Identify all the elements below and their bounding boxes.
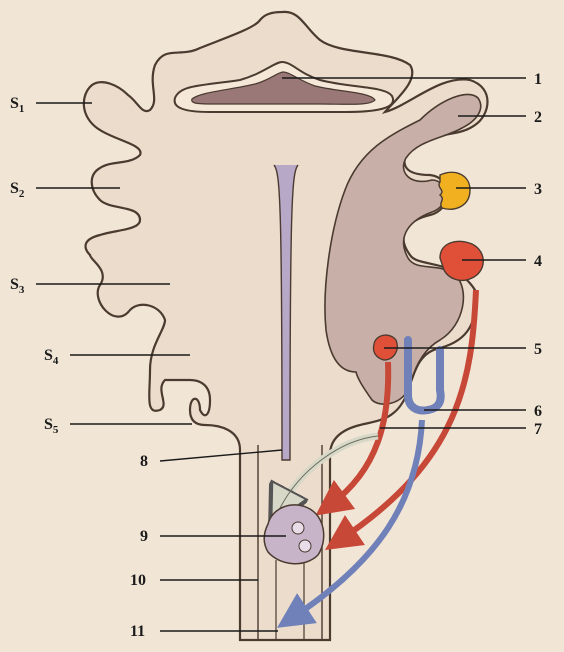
label-2: 2 (534, 109, 542, 126)
label-9: 9 (140, 528, 148, 545)
label-s4: S4 (44, 347, 59, 367)
nucleus-9-cell-a (292, 522, 304, 534)
label-s3: S3 (10, 276, 25, 296)
label-11: 11 (130, 623, 145, 640)
label-6: 6 (534, 403, 542, 420)
label-4: 4 (534, 253, 542, 270)
label-s2: S2 (10, 180, 25, 200)
label-s5: S5 (44, 416, 59, 436)
label-3: 3 (534, 181, 542, 198)
label-10: 10 (130, 572, 146, 589)
label-8: 8 (140, 453, 148, 470)
nucleus-4 (440, 241, 483, 280)
nucleus-3 (439, 172, 470, 209)
nucleus-9-cell-b (299, 540, 311, 552)
label-5: 5 (534, 341, 542, 358)
label-s1: S1 (10, 95, 24, 115)
nucleus-9 (264, 505, 324, 564)
label-1: 1 (534, 71, 542, 88)
label-7: 7 (534, 421, 542, 438)
